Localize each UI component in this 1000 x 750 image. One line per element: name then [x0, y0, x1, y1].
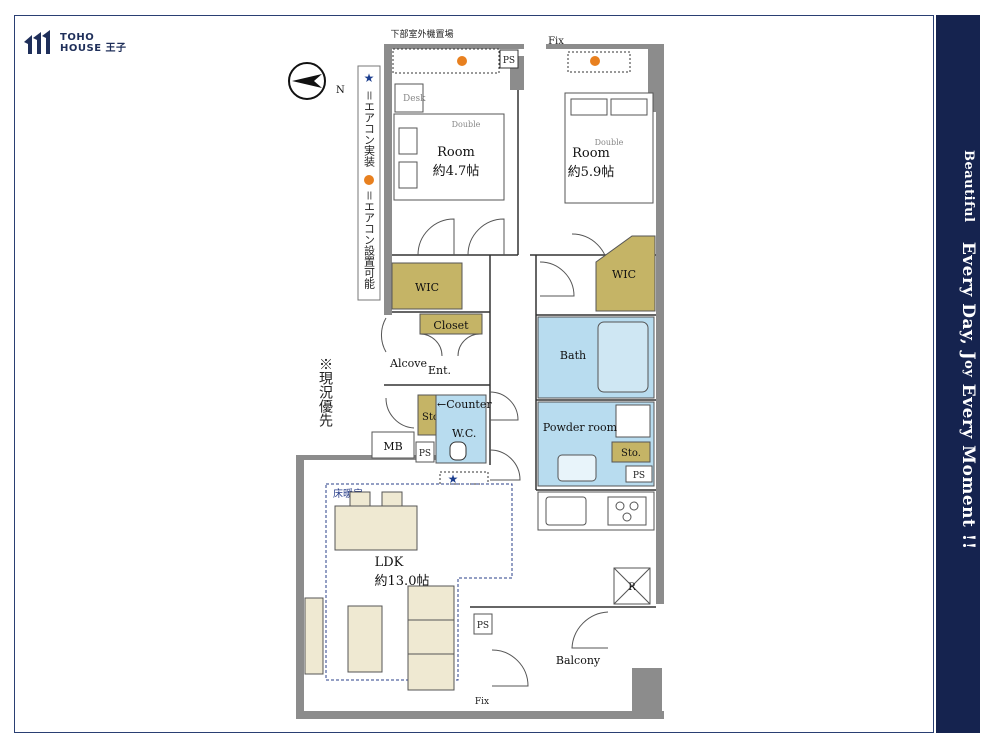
- balcony-label: Balcony: [556, 654, 601, 667]
- ac-star-icon: ★: [448, 472, 459, 486]
- brand-logo: TOHO HOUSE 王子: [22, 30, 127, 56]
- kitchen-sink-icon: [545, 496, 587, 526]
- bath-label: Bath: [560, 349, 586, 362]
- interior-walls: [384, 90, 656, 608]
- outdoor-unit-area-2: [567, 51, 631, 73]
- outdoor-unit-label: 下部室外機置場: [390, 28, 453, 40]
- ps-box-3: [415, 441, 435, 463]
- stove-icon: [607, 496, 647, 526]
- wic-2: [595, 235, 656, 312]
- toilet-icon: [449, 441, 467, 461]
- brand-line-2: HOUSE 王子: [60, 43, 127, 54]
- double-label-2: Double: [595, 138, 624, 147]
- room2-size: 約5.9帖: [568, 165, 615, 180]
- page-frame: [14, 15, 934, 733]
- star-icon: ★: [364, 71, 375, 85]
- entrance-label: Ent.: [428, 364, 451, 377]
- coffee-table: [347, 605, 383, 673]
- floor-heating-area: [325, 483, 513, 681]
- storage-2: [611, 441, 651, 463]
- sink-icon: [557, 454, 597, 482]
- tv-stand: [304, 597, 324, 675]
- dining-table: [334, 505, 418, 551]
- counter-label: ←Counter: [437, 398, 492, 411]
- room1-size: 約4.7帖: [433, 164, 480, 179]
- double-label-1: Double: [452, 120, 481, 129]
- ac-dot-icon: [364, 175, 374, 185]
- washer-icon: [615, 404, 651, 438]
- ps-label-1: PS: [503, 56, 515, 66]
- outdoor-unit-area: [392, 48, 500, 74]
- fix-label-bottom: Fix: [475, 697, 489, 707]
- closet: [419, 313, 483, 335]
- desk: [394, 83, 424, 113]
- ac-dot-room2: [590, 56, 600, 66]
- ac-dot-room1: [457, 56, 467, 66]
- ps-label-4: PS: [477, 621, 489, 631]
- room2-name: Room: [572, 146, 610, 161]
- ps-label-2: PS: [633, 471, 645, 481]
- double-bed-2: [564, 92, 654, 204]
- wc-label: W.C.: [452, 427, 476, 440]
- brand-line-1: TOHO: [60, 32, 95, 43]
- compass-icon: N: [288, 62, 345, 100]
- room1-name: Room: [437, 145, 475, 160]
- svg-text:N: N: [336, 85, 345, 96]
- legend-dot-text: ＝エアコン設置可能: [363, 190, 376, 290]
- refrigerator-label: R: [628, 582, 636, 593]
- alcove-label: Alcove: [389, 357, 427, 370]
- wic-1-label: WIC: [415, 281, 439, 294]
- ldk-name: LDK: [375, 555, 404, 570]
- sofa: [407, 585, 455, 691]
- mb-box: [371, 431, 415, 459]
- powder-room-label: Powder room: [543, 421, 618, 434]
- ps-box-2: [625, 465, 653, 483]
- storage-2-label: Sto.: [621, 448, 641, 459]
- storage-1-label: Sto.: [422, 412, 442, 423]
- tagline: Beautiful Every Day, Joy Every Moment !!: [958, 150, 978, 550]
- bathtub: [597, 321, 649, 393]
- ps-label-3: PS: [419, 449, 431, 459]
- ldk-size: 約13.0帖: [375, 574, 430, 589]
- ps-box-4: [473, 613, 493, 635]
- fix-label-top: Fix: [548, 36, 564, 47]
- closet-label: Closet: [433, 319, 469, 332]
- house-logo-icon: [24, 30, 50, 54]
- sidebar-band: [936, 15, 980, 733]
- notice-text: ※現況優先: [317, 357, 333, 428]
- desk-label: Desk: [403, 94, 426, 104]
- legend-star-text: ＝エアコン実装: [363, 90, 376, 168]
- mb-label: MB: [383, 440, 402, 453]
- wic-2-label: WIC: [612, 268, 636, 281]
- ps-box-1: [499, 49, 519, 69]
- wic-1: [391, 262, 463, 310]
